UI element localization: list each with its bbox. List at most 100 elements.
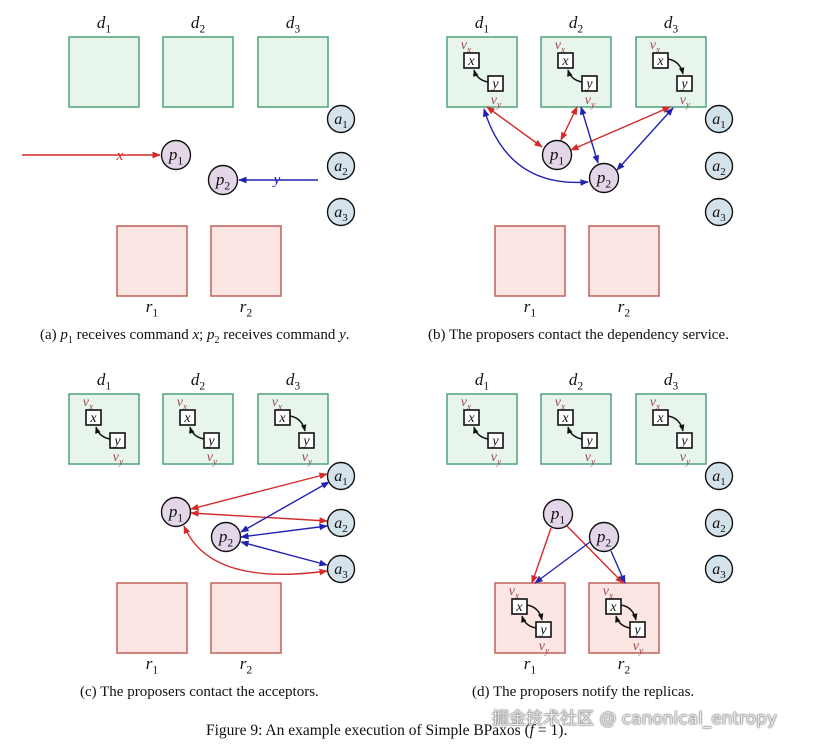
command-x-label: x [656,54,664,69]
acceptor-label: a3 [712,561,726,581]
replica-label-base: r [524,654,531,673]
dependency-label: d1 [97,370,112,392]
vx-label-base: v [603,584,610,599]
dependency-label-base: d [191,13,200,32]
dependency-label-sub: 3 [672,22,678,35]
edge-p2-r2 [610,550,626,584]
vx-label-sub: x [466,46,472,56]
caption-text: (a) [40,327,61,343]
replica-node-r1: r1 [494,225,566,319]
dependency-label-sub: 3 [294,22,300,35]
acceptor-circle [326,104,356,134]
figure-caption: Figure 9: An example execution of Simple… [206,722,567,740]
dependency-node-d2: d2 [162,13,234,108]
dependency-label: d1 [97,13,112,35]
edge-p1-a2 [190,510,328,524]
command-x-label: x [183,411,191,426]
acceptor-label: a2 [334,515,347,535]
acceptor-node-a2: a2 [326,151,356,181]
vy-label-base: v [491,93,498,108]
figure-caption-text: Figure 9: An example execution of Simple… [206,722,530,739]
vy-label: vy [585,93,596,111]
dependency-label-base: d [286,13,295,32]
replica-label: r2 [240,654,253,676]
replica-label-sub: 1 [530,663,536,676]
dependency-box [635,36,707,108]
vx-label: vx [555,395,566,413]
replica-label-base: r [524,297,531,316]
vx-label: vx [509,584,520,602]
acceptor-label-base: a [334,111,342,128]
command-x-label-base: x [609,600,617,615]
command-y-node [203,432,220,449]
replica-label-base: r [618,297,625,316]
proposer-label: p2 [596,527,612,549]
acceptor-label-base: a [712,158,720,175]
command-x-label-base: x [515,600,523,615]
acceptor-circle [704,461,734,491]
acceptor-node-a1: a1 [704,461,734,491]
vy-label-base: v [680,93,687,108]
vy-label: vy [491,93,502,111]
acceptor-label: a3 [334,204,348,224]
vy-label-sub: y [685,101,691,111]
acceptor-label-sub: 3 [720,569,726,581]
vx-label: vx [461,38,472,56]
vx-label-base: v [461,38,468,53]
command-x-node [511,598,528,615]
acceptor-label-sub: 2 [342,523,347,535]
caption-text: receives command [72,327,193,343]
proposer-node-p2: p2 [210,521,242,553]
dependency-label: d3 [664,370,679,392]
vx-label: vx [555,38,566,56]
acceptor-node-a2: a2 [704,508,734,538]
dependency-box [68,36,140,108]
command-y-node [298,432,315,449]
figure-caption-text: = 1). [534,722,568,739]
command-x-label-base: x [89,411,97,426]
command-x-label-base: x [656,411,664,426]
vx-label-base: v [650,395,657,410]
caption-sub: 2 [214,335,220,346]
acceptor-node-a3: a3 [704,554,734,584]
vx-label-sub: x [560,403,566,413]
proposer-node-p1: p1 [160,139,192,171]
command-x-label: x [467,54,475,69]
dependency-label-base: d [191,370,200,389]
command-y-label-base: y [632,623,641,638]
command-y-label-base: y [112,434,121,449]
dependency-edge-y-to-x [189,426,205,440]
replica-box [588,225,660,297]
dependency-edge-x-to-y [620,604,638,621]
vy-label-sub: y [212,458,218,468]
vx-label-sub: x [88,403,94,413]
replica-label-sub: 1 [530,306,536,319]
vx-label-sub: x [277,403,283,413]
edge-p1-r2 [566,525,624,584]
vy-label: vy [113,450,124,468]
dependency-label: d2 [569,13,584,35]
command-x-label: x [656,411,664,426]
dependency-label: d2 [191,370,206,392]
proposer-label-base: p [218,527,228,546]
command-x-label: x [515,600,523,615]
panel-b-caption: (b) The proposers contact the dependency… [428,327,729,343]
vy-label: vy [207,450,218,468]
vy-label-sub: y [496,458,502,468]
command-x-node [652,52,669,69]
dependency-box [162,393,234,465]
proposer-label: p1 [168,145,184,167]
edge-p1-a1 [190,472,328,511]
command-y-node [676,432,693,449]
dependency-label-base: d [569,13,578,32]
dependency-box [257,36,329,108]
replica-node-r2: r2 [210,582,282,676]
proposer-circle [160,139,192,171]
command-y-label: y [584,77,593,92]
command-y-label: y [490,434,499,449]
acceptor-label-base: a [334,561,342,578]
proposer-label-sub: 2 [224,179,230,192]
